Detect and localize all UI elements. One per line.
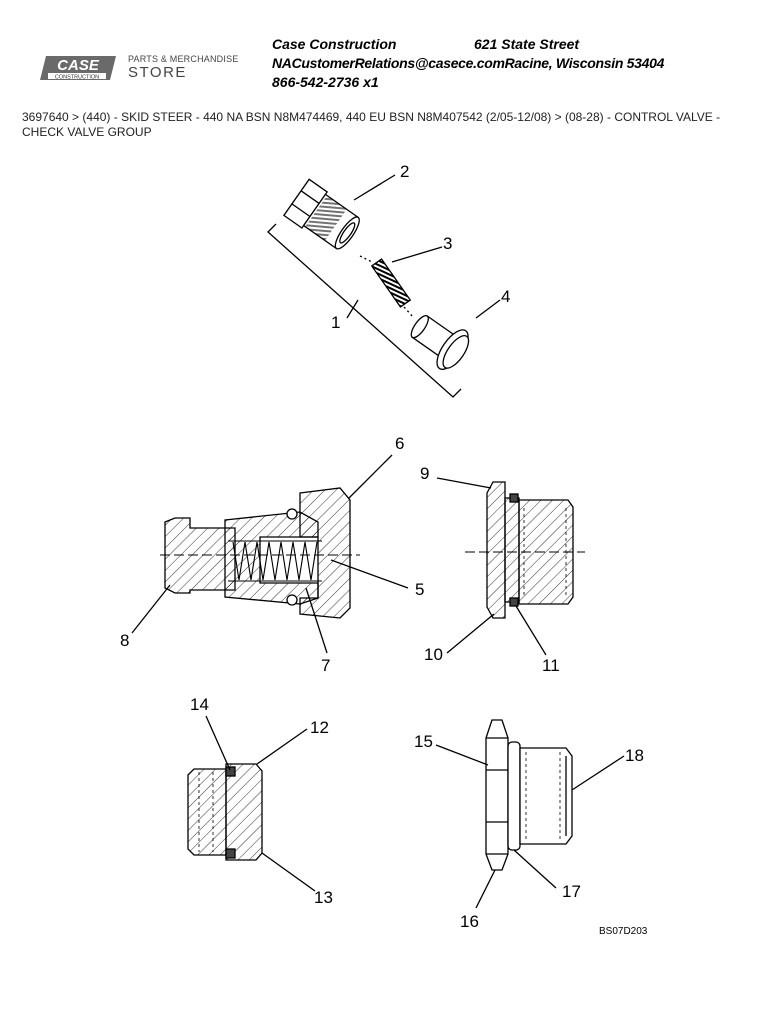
callout-3: 3: [443, 234, 452, 253]
callout-16: 16: [460, 912, 479, 931]
callout-labels: 1 2 3 4 5 6 7 8 9 10 11 12 13 14 15 16 1…: [120, 162, 644, 931]
relief-valve-section: [131, 454, 409, 654]
callout-13: 13: [314, 888, 333, 907]
phone-number: 866-542-2736 x1: [272, 74, 379, 90]
plug-9: [436, 477, 585, 656]
callout-14: 14: [190, 695, 209, 714]
store-logo: PARTS & MERCHANDISE STORE: [128, 54, 248, 82]
callout-4: 4: [501, 287, 510, 306]
case-logo-sub: CONSTRUCTION: [55, 75, 99, 81]
callout-8: 8: [120, 631, 129, 650]
company-name: Case Construction: [272, 36, 397, 52]
callout-7: 7: [321, 656, 330, 675]
case-logo-word: CASE: [57, 57, 100, 74]
hex-plug-15: [435, 719, 625, 909]
callout-1: 1: [331, 313, 340, 332]
check-valve-assembly: [267, 174, 501, 398]
store-logo-line1: PARTS & MERCHANDISE: [128, 54, 239, 64]
callout-18: 18: [625, 746, 644, 765]
callout-2: 2: [400, 162, 409, 181]
callout-17: 17: [562, 882, 581, 901]
callout-5: 5: [415, 580, 424, 599]
drawing-code: BS07D203: [599, 926, 648, 937]
callout-12: 12: [310, 718, 329, 737]
breadcrumb: 3697640 > (440) - SKID STEER - 440 NA BS…: [22, 110, 721, 139]
email-city[interactable]: NACustomerRelations@casece.comRacine, Wi…: [272, 55, 665, 71]
store-logo-line2: STORE: [128, 64, 187, 81]
callout-9: 9: [420, 464, 429, 483]
callout-11: 11: [542, 656, 560, 675]
callout-6: 6: [395, 434, 404, 453]
street-address: 621 State Street: [474, 36, 580, 52]
callout-10: 10: [424, 645, 443, 664]
callout-15: 15: [414, 732, 433, 751]
plug-12: [187, 715, 316, 892]
case-logo: CASE CONSTRUCTION: [38, 54, 118, 82]
